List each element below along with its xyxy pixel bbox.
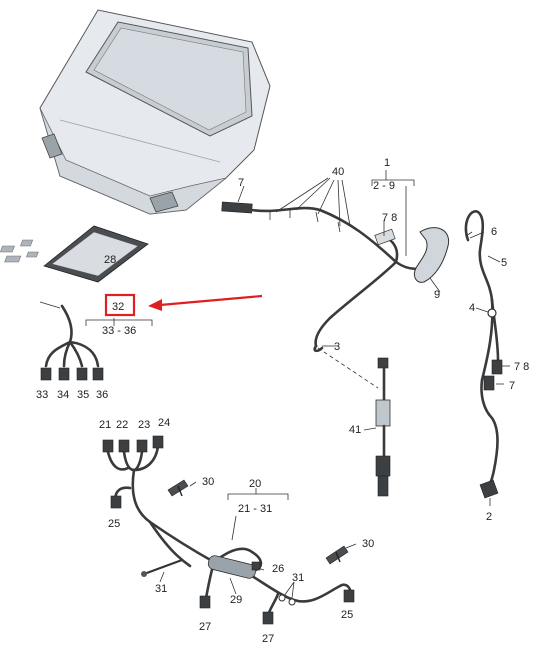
label-31-right: 31 bbox=[292, 572, 304, 584]
connector-24[interactable] bbox=[152, 435, 164, 449]
connector-35[interactable] bbox=[76, 367, 88, 381]
pointer-arrow bbox=[148, 294, 263, 311]
highlight-box-32 bbox=[104, 293, 136, 317]
label-31-left: 31 bbox=[155, 583, 167, 595]
label-7-top: 7 bbox=[238, 177, 244, 189]
bracket-1 bbox=[371, 179, 415, 186]
connector-7-top[interactable] bbox=[221, 201, 253, 214]
label-4: 4 bbox=[469, 302, 475, 314]
harness-right[interactable] bbox=[464, 210, 503, 499]
clip-30-bottom[interactable] bbox=[325, 545, 349, 565]
harness-1[interactable] bbox=[221, 201, 450, 353]
label-32: 32 bbox=[112, 301, 124, 313]
label-28: 28 bbox=[104, 254, 116, 266]
label-40: 40 bbox=[332, 166, 344, 178]
connector-2[interactable] bbox=[479, 479, 499, 499]
connector-34[interactable] bbox=[58, 367, 70, 381]
label-30-top: 30 bbox=[202, 476, 214, 488]
connector-36[interactable] bbox=[92, 367, 104, 381]
label-29: 29 bbox=[230, 594, 242, 606]
connector-25-left[interactable] bbox=[110, 495, 122, 509]
connector-33[interactable] bbox=[40, 367, 52, 381]
leaders-40 bbox=[275, 177, 351, 227]
label-27-right: 27 bbox=[262, 633, 274, 645]
harness-32-wires[interactable] bbox=[39, 301, 104, 381]
connector-21[interactable] bbox=[102, 439, 114, 453]
label-33: 33 bbox=[36, 389, 48, 401]
label-9: 9 bbox=[434, 289, 440, 301]
label-23: 23 bbox=[138, 419, 150, 431]
connector-7-8-right[interactable] bbox=[491, 359, 503, 375]
label-25-right: 25 bbox=[341, 609, 353, 621]
label-36: 36 bbox=[96, 389, 108, 401]
label-20-range: 21 - 31 bbox=[238, 503, 272, 515]
clip-30-top[interactable] bbox=[167, 479, 189, 497]
leader-lines bbox=[159, 185, 510, 599]
label-32-range: 33 - 36 bbox=[102, 325, 136, 337]
label-22: 22 bbox=[116, 419, 128, 431]
bracket-32 bbox=[85, 319, 153, 326]
connector-7-8-top[interactable] bbox=[374, 228, 396, 246]
label-27-left: 27 bbox=[199, 621, 211, 633]
label-34: 34 bbox=[57, 389, 69, 401]
label-7-right: 7 bbox=[509, 380, 515, 392]
label-24: 24 bbox=[158, 417, 170, 429]
label-35: 35 bbox=[77, 389, 89, 401]
label-3: 3 bbox=[334, 341, 340, 353]
label-26: 26 bbox=[272, 563, 284, 575]
label-30-bottom: 30 bbox=[362, 538, 374, 550]
harness-20[interactable] bbox=[102, 435, 355, 625]
connector-27-left[interactable] bbox=[199, 595, 211, 609]
connector-22[interactable] bbox=[118, 439, 130, 453]
label-6: 6 bbox=[491, 226, 497, 238]
labels: 1 2 - 9 2 3 4 5 6 7 7 7 8 7 8 9 20 21 - … bbox=[36, 157, 529, 645]
label-25-left: 25 bbox=[108, 518, 120, 530]
label-1: 1 bbox=[384, 157, 390, 169]
label-7-8-top: 7 8 bbox=[382, 212, 397, 224]
connector-27-right[interactable] bbox=[262, 611, 274, 625]
connector-25-right[interactable] bbox=[343, 589, 355, 603]
clip-26[interactable] bbox=[251, 561, 261, 571]
part-41-cable[interactable] bbox=[375, 357, 391, 497]
part-28-sticker[interactable] bbox=[0, 225, 149, 283]
leader-3-dashed bbox=[317, 347, 379, 389]
connector-7-right[interactable] bbox=[483, 375, 495, 391]
protective-sleeve-29[interactable] bbox=[207, 554, 257, 579]
label-20: 20 bbox=[249, 478, 261, 490]
bracket-20 bbox=[227, 493, 289, 500]
label-5: 5 bbox=[501, 257, 507, 269]
label-2: 2 bbox=[486, 511, 492, 523]
label-7-8-right: 7 8 bbox=[514, 361, 529, 373]
connector-23[interactable] bbox=[136, 439, 148, 453]
tailgate-illustration bbox=[39, 9, 271, 215]
label-1-range: 2 - 9 bbox=[373, 180, 395, 192]
label-21: 21 bbox=[99, 419, 111, 431]
label-41: 41 bbox=[349, 424, 361, 436]
grommet-4[interactable] bbox=[487, 308, 497, 318]
